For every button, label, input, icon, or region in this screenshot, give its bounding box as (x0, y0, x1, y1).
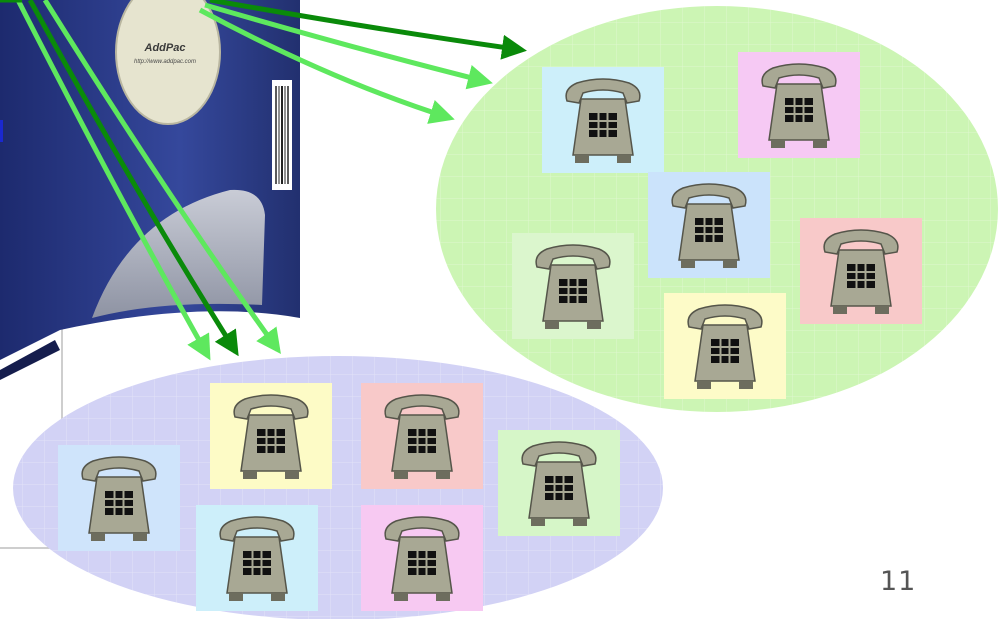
arrow-to-lower-1 (15, 0, 211, 361)
arrow-to-lower-2 (27, 0, 239, 357)
arrow-to-upper-1 (209, 0, 527, 60)
lower-phone-1 (58, 445, 180, 551)
upper-phone-4 (512, 233, 634, 339)
lower-phone-group (13, 356, 663, 619)
arrow-to-upper-2 (204, 2, 493, 90)
upper-phone-3 (648, 172, 770, 278)
lower-phone-2 (210, 383, 332, 489)
upper-phone-1 (542, 67, 664, 173)
device-brand-label: AddPac (144, 42, 186, 54)
connection-arrows (0, 0, 527, 361)
lower-phone-5 (361, 505, 483, 611)
upper-phone-group (436, 6, 998, 412)
page-number: 11 (880, 566, 917, 597)
upper-phone-5 (800, 218, 922, 324)
lower-phone-6 (498, 430, 620, 536)
gateway-device: AddPac http://www.addpac.com (0, 0, 300, 380)
upper-phone-6 (664, 293, 786, 399)
device-base-edge (0, 340, 60, 380)
device-url-label: http://www.addpac.com (134, 59, 196, 65)
arrow-to-lower-3 (42, 0, 281, 355)
lower-phone-3 (196, 505, 318, 611)
upper-phone-2 (738, 52, 860, 158)
arrow-to-upper-3 (198, 7, 455, 124)
lower-phone-4 (361, 383, 483, 489)
barcode-lines (275, 86, 289, 184)
left-edge-marker (0, 120, 3, 142)
device-logo-plate (115, 0, 221, 125)
